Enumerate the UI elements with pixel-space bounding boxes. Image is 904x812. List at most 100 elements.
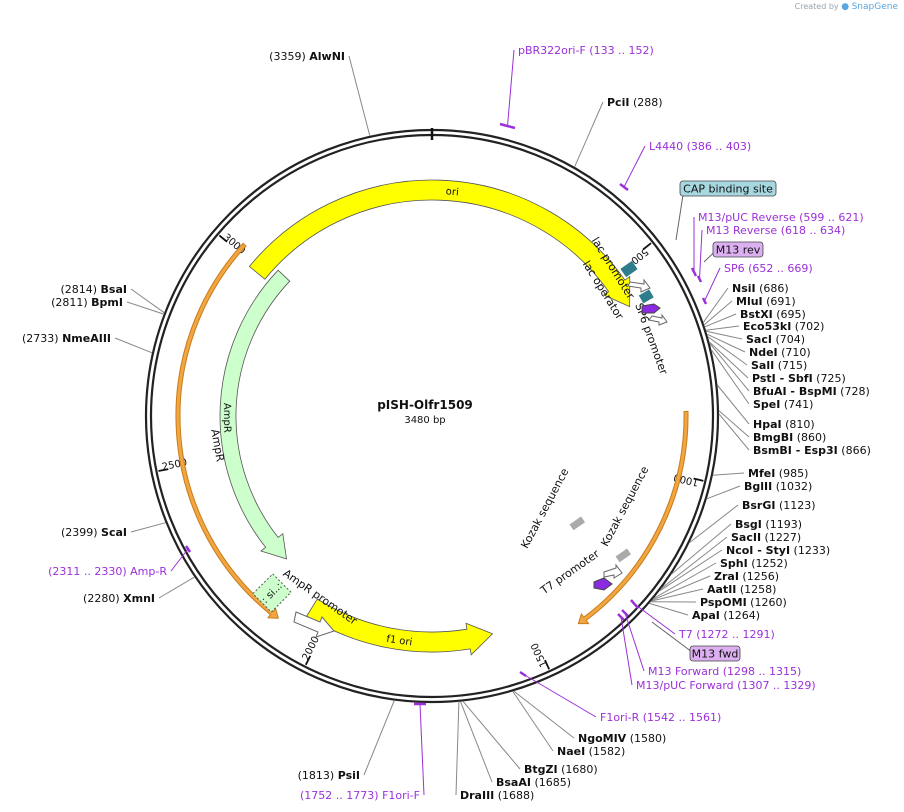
- primer-leader-m13-reverse: [699, 229, 703, 280]
- enzyme-bglii-pos: (1032): [772, 480, 812, 493]
- leader-line-group: [114, 49, 750, 796]
- primer-leader-sp6: [704, 267, 721, 302]
- enzyme-zrai: ZraI (1256): [714, 570, 779, 583]
- enzyme-leader-pcii: [574, 101, 604, 168]
- enzyme-xmni-name: XmnI: [123, 592, 155, 605]
- enzyme-bpmi: (2811) BpmI: [51, 296, 123, 309]
- enzyme-pspomi: PspOMI (1260): [700, 596, 787, 609]
- enzyme-bpmi-name: BpmI: [91, 296, 123, 309]
- enzyme-leader-nmeaiii: [114, 337, 153, 354]
- enzyme-nsii-pos: (686): [756, 282, 789, 295]
- enzyme-eco53ki: Eco53kI (702): [743, 320, 824, 333]
- enzyme-hpai-pos: (810): [782, 418, 815, 431]
- enzyme-btgzi: BtgZI (1680): [524, 763, 598, 776]
- enzyme-bsmbi-esp3i-pos: (866): [838, 444, 871, 457]
- primer-f1ori-r: F1ori-R (1542 .. 1561): [600, 711, 721, 724]
- enzyme-sali-pos: (715): [774, 359, 807, 372]
- enzyme-leader-nsii: [702, 287, 729, 323]
- enzyme-sacii-name: SacII: [731, 531, 761, 544]
- enzyme-leader-aatii: [651, 588, 704, 602]
- primer-leader-f1ori-f: [419, 703, 425, 796]
- enzyme-pspomi-pos: (1260): [747, 596, 787, 609]
- enzyme-leader-alwni: [348, 55, 371, 136]
- snapgene-credit: Created by ● SnapGene: [795, 2, 898, 12]
- tick-mark-500: [642, 242, 652, 251]
- enzyme-leader-ngomiv: [513, 690, 575, 739]
- enzyme-bsgi-name: BsgI: [735, 518, 762, 531]
- enzyme-apai: ApaI (1264): [692, 609, 760, 622]
- feature-label-ampr: AmpR: [221, 403, 232, 433]
- enzyme-psti-sbfi: PstI - SbfI (725): [752, 372, 846, 385]
- snapgene-logo: ●: [841, 2, 850, 12]
- enzyme-leader-zrai: [651, 575, 711, 601]
- feature-ampr: [219, 269, 291, 560]
- enzyme-sphi: SphI (1252): [720, 557, 788, 570]
- signal-peptide-block: [252, 573, 292, 613]
- plasmid-size: 3480 bp: [404, 415, 445, 426]
- enzyme-leader-hpai: [716, 384, 750, 425]
- sp6-promoter-arrow: [648, 313, 668, 326]
- primer-amp-r-range: (2311 .. 2330): [48, 565, 130, 578]
- enzyme-bsai-name: BsaI: [101, 283, 127, 296]
- enzyme-eco53ki-name: Eco53kI: [743, 320, 791, 333]
- enzyme-xmni: (2280) XmnI: [83, 592, 155, 605]
- enzyme-leader-bsai: [130, 288, 165, 314]
- enzyme-bsai: (2814) BsaI: [60, 283, 127, 296]
- inner-label-ampr-7: AmpR: [208, 428, 227, 463]
- tick-mark-2000: [304, 655, 312, 666]
- box-label-m13-fwd: M13 fwd: [692, 648, 739, 661]
- enzyme-scai-pos: (2399): [61, 526, 101, 539]
- primer-m13-puc-forward-range: (1307 .. 1329): [734, 679, 816, 692]
- enzyme-sacii-pos: (1227): [761, 531, 801, 544]
- enzyme-pcii: PciI (288): [607, 96, 663, 109]
- enzyme-sphi-pos: (1252): [748, 557, 788, 570]
- enzyme-zrai-pos: (1256): [739, 570, 779, 583]
- enzyme-bpmi-pos: (2811): [51, 296, 91, 309]
- enzyme-ncoi-styi-pos: (1233): [790, 544, 830, 557]
- enzyme-ndei-name: NdeI: [749, 346, 778, 359]
- enzyme-ncoi-styi: NcoI - StyI (1233): [726, 544, 830, 557]
- enzyme-bmgbi-pos: (860): [793, 431, 826, 444]
- lac-promoter-arrow: [627, 278, 651, 293]
- enzyme-bstxi-name: BstXI: [740, 308, 773, 321]
- enzyme-psti-sbfi-pos: (725): [813, 372, 846, 385]
- enzyme-bsmbi-esp3i-name: BsmBI - Esp3I: [753, 444, 838, 457]
- enzyme-leader-ndei: [706, 333, 746, 353]
- lac-promoter-block: [620, 260, 638, 278]
- enzyme-psii-pos: (1813): [298, 769, 338, 782]
- enzyme-mlui: MluI (691): [736, 295, 796, 308]
- enzyme-bmgbi-name: BmgBI: [753, 431, 793, 444]
- enzyme-alwni-name: AlwNI: [309, 50, 345, 63]
- enzyme-leader-draiii: [455, 701, 460, 796]
- primer-leader-m13-forward: [624, 612, 645, 672]
- enzyme-bstxi-pos: (695): [773, 308, 806, 321]
- enzyme-saci: SacI (704): [746, 333, 805, 346]
- primer-t7-range: (1272 .. 1291): [693, 628, 775, 641]
- enzyme-pcii-name: PciI: [607, 96, 629, 109]
- box-label-cap-binding-site: CAP binding site: [683, 183, 773, 196]
- primer-m13-forward-range: (1298 .. 1315): [719, 665, 801, 678]
- enzyme-saci-name: SacI: [746, 333, 772, 346]
- enzyme-draiii: DraIII (1688): [460, 789, 534, 802]
- kozak-block-2: [615, 548, 632, 563]
- enzyme-ndei-pos: (710): [778, 346, 811, 359]
- primer-m13-forward-name: M13 Forward: [648, 665, 719, 678]
- primer-leader-l4440: [623, 145, 646, 188]
- primer-amp-r-name: Amp-R: [130, 565, 167, 578]
- primer-pbr322ori-f-name: pBR322ori-F: [518, 44, 586, 57]
- credit-brand: SnapGene: [851, 2, 898, 12]
- enzyme-bfuai-bspmi-name: BfuAI - BspMI: [753, 385, 837, 398]
- enzyme-bsgi: BsgI (1193): [735, 518, 802, 531]
- enzyme-btgzi-pos: (1680): [558, 763, 598, 776]
- enzyme-bglii: BglII (1032): [744, 480, 812, 493]
- enzyme-alwni: (3359) AlwNI: [269, 50, 345, 63]
- enzyme-pspomi-name: PspOMI: [700, 596, 747, 609]
- enzyme-leader-xmni: [158, 576, 195, 599]
- inner-label-kozak-sequence-3: Kozak sequence: [518, 466, 571, 551]
- enzyme-leader-bsmbi-esp3i: [718, 413, 750, 451]
- primer-leader-m13-puc-forward: [620, 616, 633, 686]
- primer-f1ori-f-name: F1ori-F: [382, 789, 420, 802]
- enzyme-leader-sacii: [661, 536, 728, 589]
- enzyme-bsai-pos: (2814): [60, 283, 100, 296]
